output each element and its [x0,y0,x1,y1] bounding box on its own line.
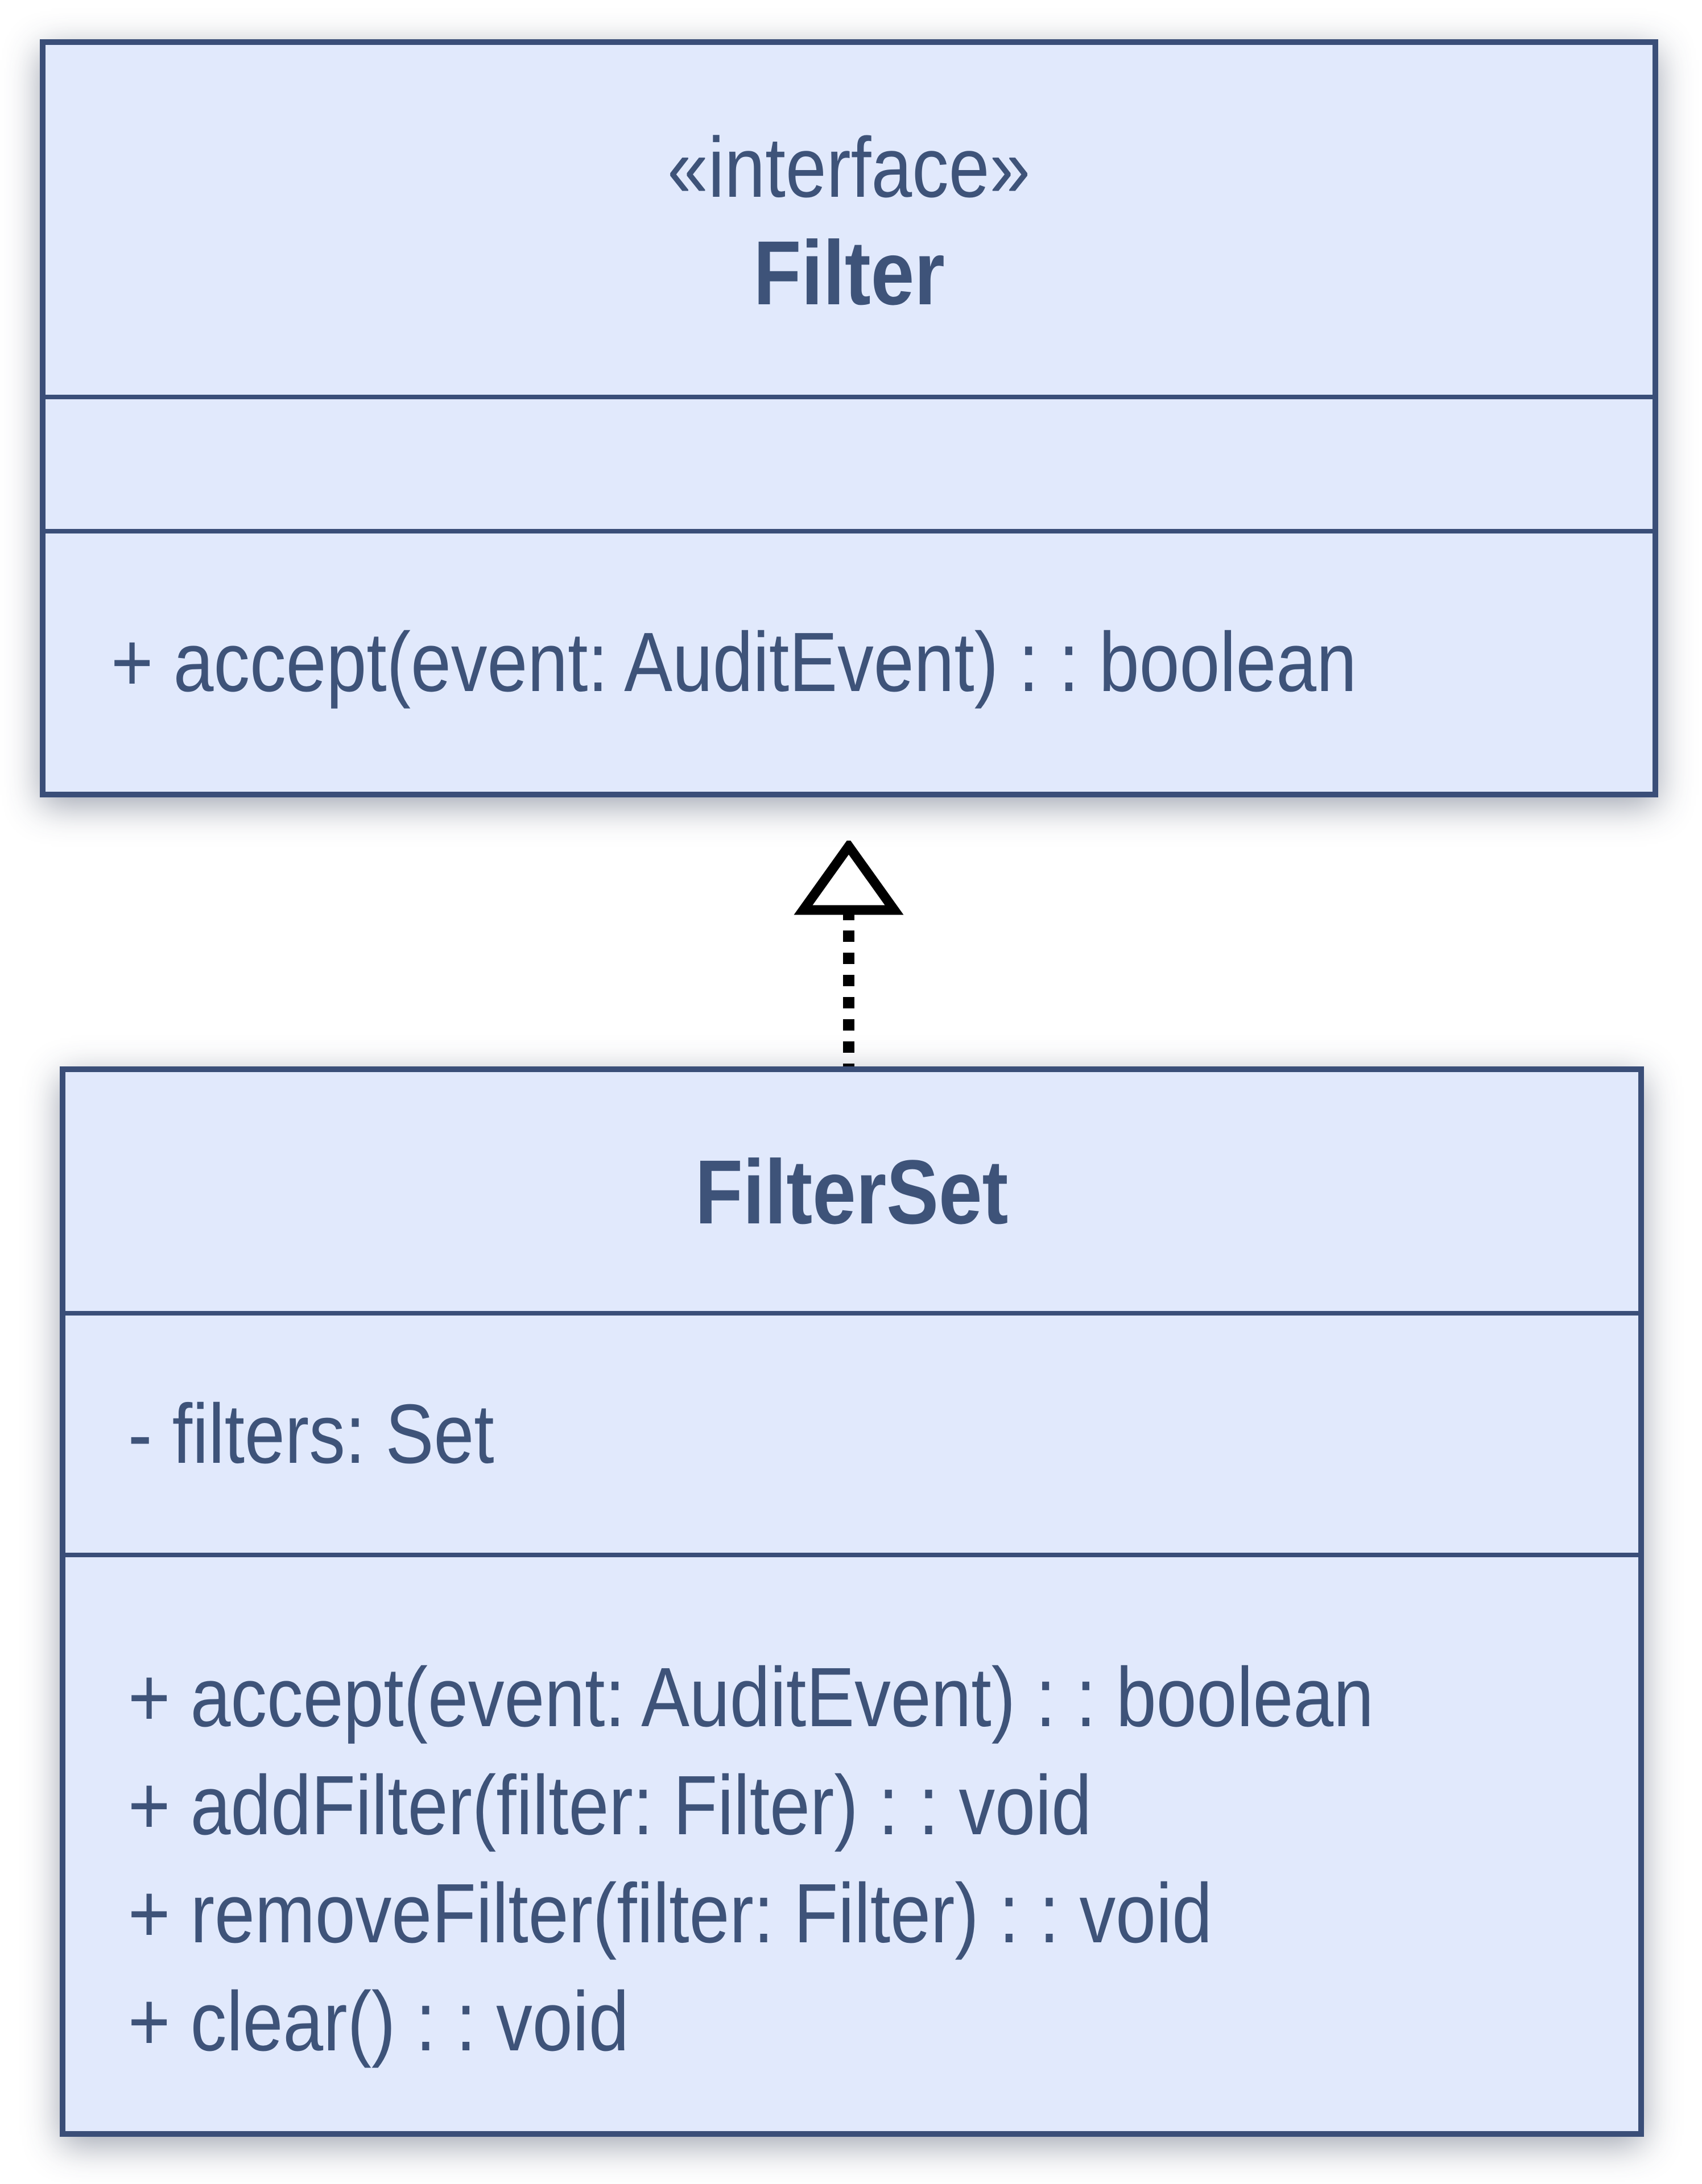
filter-class-name-label: Filter [753,221,945,324]
filterset-method-removefilter: + removeFilter(filter: Filter) : : void [128,1867,1213,1960]
method-item: + addFilter(filter: Filter) : : void [128,1752,1638,1860]
filterset-class-name: FilterSet [670,1139,1034,1244]
filterset-header-compartment: FilterSet [65,1072,1638,1311]
method-item: + clear() : : void [128,1968,1638,2076]
filterset-methods-compartment: + accept(event: AuditEvent) : : boolean … [65,1553,1638,2131]
filter-methods-compartment: + accept(event: AuditEvent) : : boolean [46,529,1653,792]
realization-arrow [794,841,904,1066]
class-box-filterset: FilterSet - filters: Set + accept(event:… [60,1066,1644,2137]
filterset-method-clear: + clear() : : void [128,1975,629,2069]
attribute-item: - filters: Set [128,1380,1638,1488]
filter-method-accept: + accept(event: AuditEvent) : : boolean [111,615,1357,709]
filterset-attributes-compartment: - filters: Set [65,1311,1638,1553]
filter-stereotype-label: «interface» [667,119,1031,215]
class-box-filter: «interface» Filter + accept(event: Audit… [40,39,1658,797]
filterset-class-name-label: FilterSet [695,1140,1009,1243]
filter-stereotype: «interface» [638,115,1060,220]
filter-attributes-compartment [46,395,1653,529]
filter-header-compartment: «interface» Filter [46,45,1653,395]
filterset-method-accept: + accept(event: AuditEvent) : : boolean [128,1651,1374,1744]
filterset-method-addfilter: + addFilter(filter: Filter) : : void [128,1759,1092,1852]
filter-class-name: Filter [738,220,960,325]
method-item: + removeFilter(filter: Filter) : : void [128,1860,1638,1968]
method-item: + accept(event: AuditEvent) : : boolean [111,609,1653,717]
filterset-attr-filters: - filters: Set [128,1387,494,1481]
method-item: + accept(event: AuditEvent) : : boolean [128,1644,1638,1752]
arrow-triangle-head [794,841,904,915]
